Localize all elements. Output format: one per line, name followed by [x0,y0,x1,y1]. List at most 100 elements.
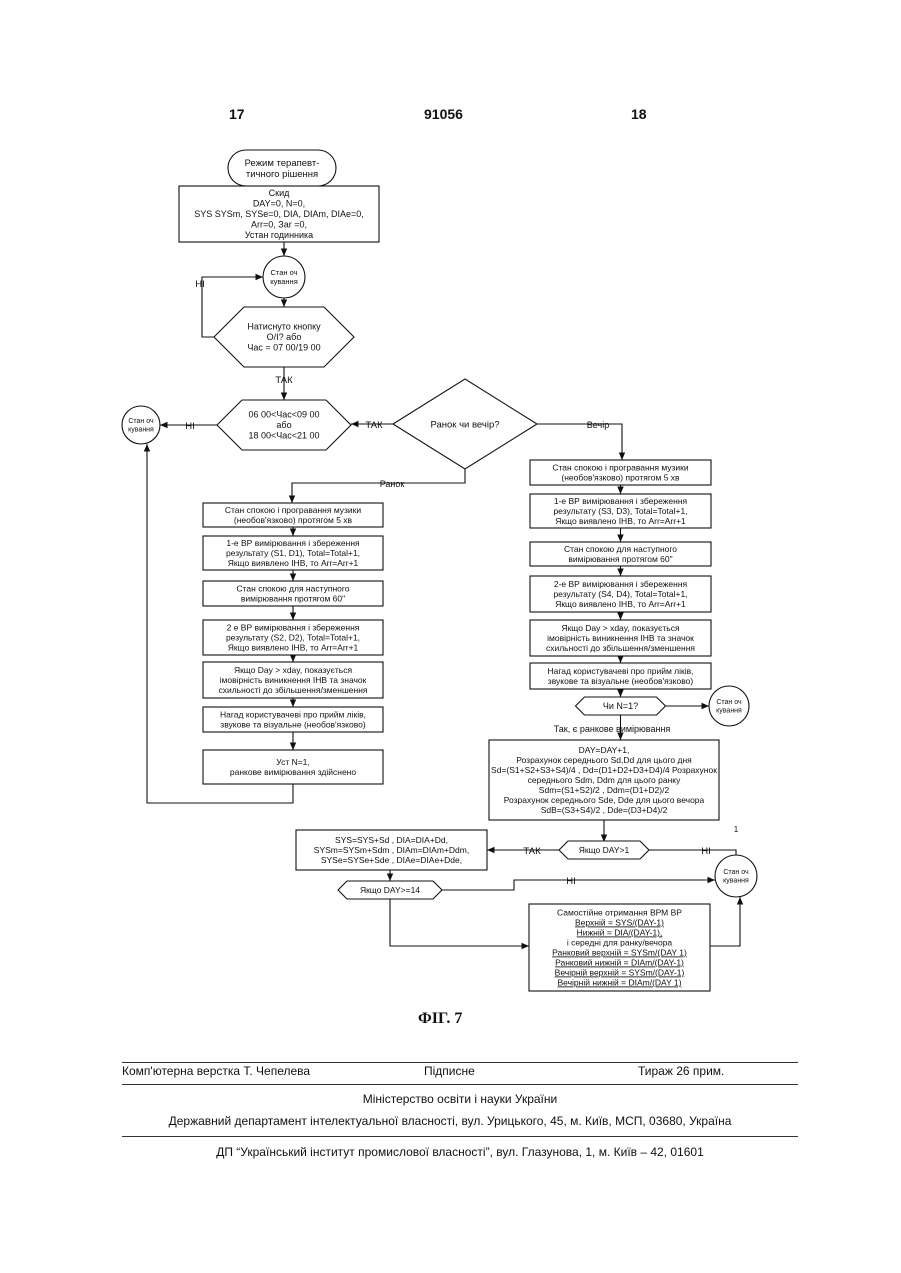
footer-divider [122,1084,798,1085]
reset-box-text-line: Скид [269,188,290,198]
evening-measure1-box-text-line: Якщо виявлено ІНВ, то Arr=Arr+1 [555,516,686,526]
result-box-text-line: Верхній = SYS/(DAY-1) [575,917,664,927]
morning-measure1-box-text-line: Якщо виявлено ІНВ, то Arr=Arr+1 [228,558,359,568]
average-calculation-box-text-line: Sd=(S1+S2+S3+S4)/4 , Dd=(D1+D2+D3+D4)/4 … [491,765,717,775]
evening-probability-box-text-line: Якщо Day > xday, показується [561,623,680,633]
morning-reminder-box-text-line: Нагад користувачеві про прийм ліків, [220,709,366,719]
morning-rest-box-text-line: (необов'язково) протягом 5 хв [234,515,353,525]
wait-state-circle-bottom-text-line: Стан оч [723,869,749,876]
average-calculation-box-text-line: середнього Sdm, Ddm для цього ранку [528,775,681,785]
footer-divider [122,1136,798,1137]
reset-box-text-line: Arr=0, Зar =0, [251,220,307,230]
wait-state-circle-text-line: Стан оч [270,268,297,277]
flow-line [710,897,740,946]
evening-measure2-box-text-line: Якщо виявлено ІНВ, то Arr=Arr+1 [555,599,686,609]
reset-box-text-line: SYS SYSm, SYSe=0, DIA, DIAm, DIAe=0, [194,209,364,219]
evening-measure1-box-text-line: 1-е ВР вимірювання і збереження [554,496,688,506]
small-digit: 1 [734,825,739,834]
button-check-decision-text-line: O/I? або [267,332,302,342]
wait-state-circle-bottom-text-line: кування [723,878,749,885]
flow-line [442,880,715,890]
average-calculation-box-text-line: Розрахунок середнього Sde, Dde для цього… [504,795,705,805]
wait-state-circle-text-line: кування [270,277,298,286]
time-check-decision-text-line: або [276,420,291,430]
flow-line [537,424,622,460]
result-box-text-line: Вечірній верхній = SYSm/(DAY-1) [555,967,685,977]
result-box-text-line: Самостійне отримання ВРМ ВР [557,907,682,917]
morning-measure1-box-text-line: результату (S1, D1), Total=Total+1, [226,548,360,558]
institute: ДП “Український інститут промислової вла… [122,1145,798,1159]
evening-rest-box-text-line: Стан спокою і програвання музики [552,462,688,472]
day14-check-decision-text-line: Якщо DAY>=14 [360,885,420,895]
evening-reminder-box-text-line: Нагад користувачеві про прийм ліків, [548,666,694,676]
no-label: НІ [185,421,195,432]
button-check-decision-text-line: Час = 07 00/19 00 [247,343,320,353]
morning-pause-box-text-line: вимірювання протягом 60" [241,593,345,603]
result-box-text-line: і середні для ранку/вечора [567,937,673,947]
yes-label: ТАК [365,420,383,431]
morning-measure2-box-text-line: 2 е ВР вимірювання і збереження [227,622,360,632]
summation-box-text-line: SYSm=SYSm+Sdm , DIAm=DIAm+Ddm, [314,845,469,855]
average-calculation-box-text-line: DAY=DAY+1, [579,745,630,755]
evening-pause-box-text-line: Стан спокою для наступного [564,544,677,554]
department: Державний департамент інтелектуальної вл… [100,1114,800,1128]
evening-measure2-box-text-line: 2-е ВР вимірювання і збереження [554,579,688,589]
no-label: НІ [195,279,205,290]
morning-rest-box-text-line: Стан спокою і програвання музики [225,505,361,515]
layout-credit: Комп'ютерна верстка Т. Чепелева [122,1064,310,1078]
morning-label: Ранок [380,479,405,489]
evening-probability-box-text-line: імовірність виникнення ІНВ та значок [547,633,694,643]
result-box-text-line: Нижній = DIA/(DAY-1), [577,927,663,937]
morning-probability-box-text-line: імовірність виникнення ІНВ та значок [220,675,367,685]
morning-reminder-box-text-line: звукове та візуальне (необов'язково) [220,719,366,729]
result-box-text-line: Ранковий нижній = DIAm/(DAY-1) [555,957,684,967]
signed-label: Підписне [424,1064,475,1078]
average-calculation-box-text-line: SdB=(S3+S4)/2 , Dde=(D3+D4)/2 [541,805,668,815]
flow-line [390,899,529,946]
morning-measure2-box-text-line: Якщо виявлено ІНВ, то Arr=Arr+1 [228,642,359,652]
average-calculation-box-text-line: Розрахунок середнього Sd,Dd для цього дн… [516,755,692,765]
time-check-decision-text-line: 06 00<Час<09 00 [248,410,319,420]
summation-box-text-line: SYS=SYS+Sd , DIA=DIA+Dd, [335,835,448,845]
average-calculation-box-text-line: Sdm=(S1+S2)/2 , Ddm=(D1+D2)/2 [539,785,670,795]
figure-label: ФІГ. 7 [418,1010,462,1028]
evening-measure1-box-text-line: результату (S3, D3), Total=Total+1, [553,506,687,516]
morning-done-box-text-line: ранкове вимірювання здійснено [230,767,356,777]
wait-state-circle-right-text-line: кування [716,708,742,715]
morning-done-box-text-line: Уст N=1, [276,757,310,767]
footer-print-row: Комп'ютерна верстка Т. Чепелева Підписне… [122,1064,798,1082]
reset-box-text-line: DAY=0, N=0, [253,199,305,209]
yes-morning-label: Так, є ранкове вимірювання [554,724,671,734]
ministry: Міністерство освіти і науки України [122,1092,798,1106]
flowchart-diagram: Режим терапевт-тичного рішенняСкидDAY=0,… [0,0,901,1000]
evening-label: Вечір [587,420,609,430]
footer-divider [122,1062,798,1063]
evening-pause-box-text-line: вимірювання протягом 60" [568,554,672,564]
evening-probability-box-text-line: схильності до збільшення/зменшення [546,643,695,653]
yes-label: ТАК [523,846,541,857]
day-check-decision-text-line: Якщо DAY>1 [579,845,630,855]
morning-probability-box-text-line: схильності до збільшення/зменшення [218,685,367,695]
morning-measure2-box-text-line: результату (S2, D2), Total=Total+1, [226,632,360,642]
wait-state-circle-right-text-line: Стан оч [716,699,742,706]
circulation: Тираж 26 прим. [638,1064,724,1078]
no-label: НІ [566,876,576,887]
no-label: НІ [701,846,711,857]
n-check-decision-text-line: Чи N=1? [603,701,638,711]
yes-label: ТАК [275,375,293,386]
summation-box-text-line: SYSe=SYSe+Sde , DIAe=DIAe+Dde, [321,855,462,865]
evening-rest-box-text-line: (необов'язково) протягом 5 хв [561,472,680,482]
evening-reminder-box-text-line: звукове та візуальне (необов'язково) [548,676,694,686]
reset-box-text-line: Устан годинника [245,230,313,240]
result-box-text-line: Вечірній нижній = DIAm/(DAY 1) [557,977,681,987]
morning-probability-box-text-line: Якщо Day > xday, показується [234,665,353,675]
morning-evening-decision-text-line: Ранок чи вечір? [430,419,499,430]
morning-pause-box-text-line: Стан спокою для наступного [236,583,349,593]
wait-state-circle-left-text-line: кування [128,427,154,434]
start-terminal-text-line: тичного рішення [246,169,318,180]
flow-line [292,469,465,503]
evening-measure2-box-text-line: результату (S4, D4), Total=Total+1, [553,589,687,599]
time-check-decision-text-line: 18 00<Час<21 00 [248,431,319,441]
result-box-text-line: Ранковий верхній = SYSm/(DAY 1) [552,947,687,957]
wait-state-circle-left-text-line: Стан оч [128,418,154,425]
